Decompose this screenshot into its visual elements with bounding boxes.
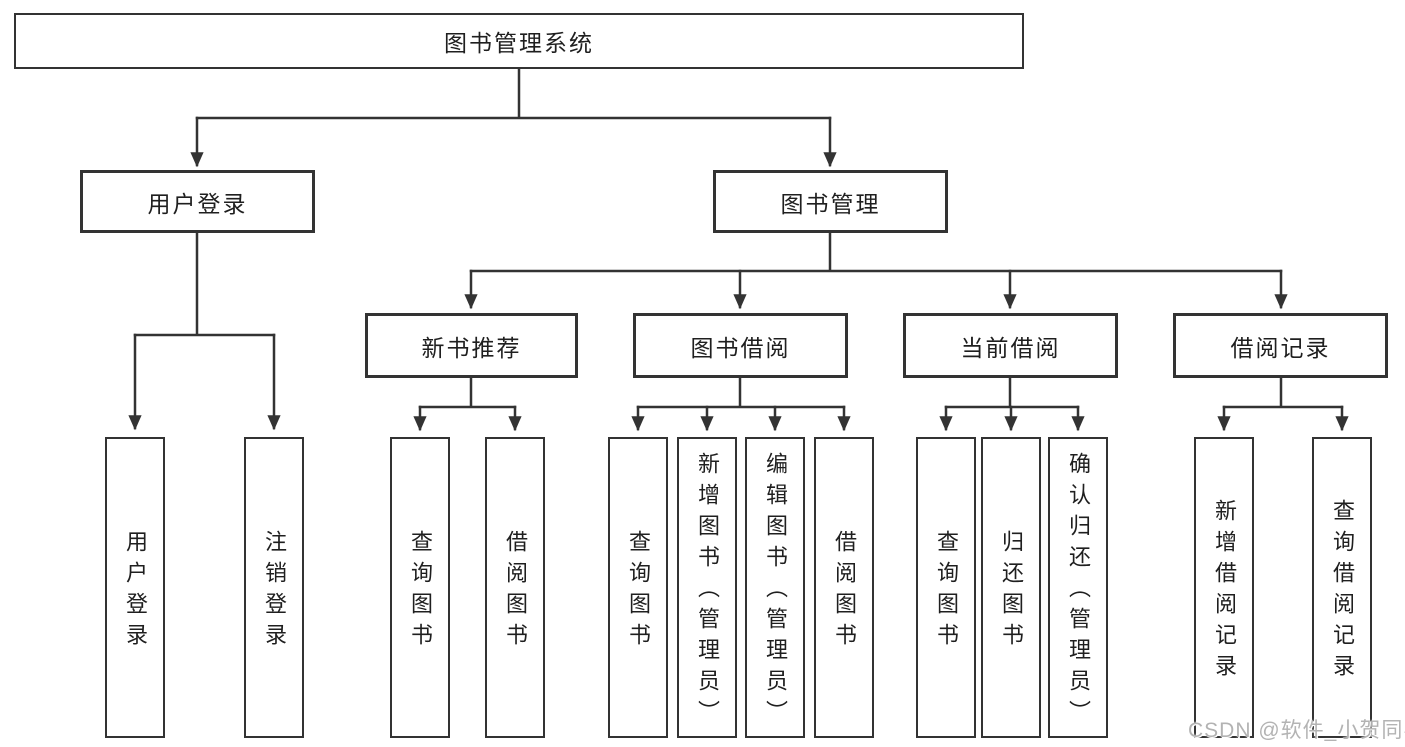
leaf-query-books-borrow: 查询图书 [608, 437, 668, 738]
node-new-book-recommendation: 新书推荐 [365, 313, 578, 378]
leaf-return-books-label: 归还图书 [999, 529, 1024, 654]
leaf-confirm-return-admin-label: 确认归还（管理员） [1066, 452, 1091, 731]
leaf-query-borrow-record-label: 查询借阅记录 [1330, 498, 1355, 685]
node-book-management: 图书管理 [713, 170, 948, 233]
node-book-borrowing: 图书借阅 [633, 313, 848, 378]
node-current-borrowing-label: 当前借阅 [960, 334, 1061, 361]
leaf-borrow-books-borrow: 借阅图书 [814, 437, 874, 738]
node-user-login: 用户登录 [80, 170, 315, 233]
leaf-add-borrow-record-label: 新增借阅记录 [1212, 498, 1237, 685]
leaf-borrow-books-recommend-label: 借阅图书 [503, 529, 528, 654]
leaf-confirm-return-admin: 确认归还（管理员） [1048, 437, 1108, 738]
leaf-query-books-borrow-label: 查询图书 [626, 529, 651, 654]
leaf-add-books-admin-label: 新增图书（管理员） [695, 452, 720, 731]
node-book-borrowing-label: 图书借阅 [690, 334, 791, 361]
node-book-management-label: 图书管理 [780, 190, 881, 217]
leaf-query-books-current-label: 查询图书 [934, 529, 959, 654]
node-borrowing-records: 借阅记录 [1173, 313, 1388, 378]
leaf-edit-books-admin-label: 编辑图书（管理员） [763, 452, 788, 731]
leaf-borrow-books-recommend: 借阅图书 [485, 437, 545, 738]
node-borrowing-records-label: 借阅记录 [1230, 334, 1331, 361]
node-current-borrowing: 当前借阅 [903, 313, 1118, 378]
leaf-logout-login: 注销登录 [244, 437, 304, 738]
leaf-logout-login-label: 注销登录 [262, 529, 287, 654]
leaf-add-borrow-record: 新增借阅记录 [1194, 437, 1254, 738]
node-root-label: 图书管理系统 [444, 30, 594, 56]
csdn-watermark: CSDN @软件_小贺同学 [1188, 719, 1405, 742]
node-root: 图书管理系统 [14, 13, 1024, 69]
leaf-query-books-recommend-label: 查询图书 [408, 529, 433, 654]
leaf-query-books-recommend: 查询图书 [390, 437, 450, 738]
leaf-return-books: 归还图书 [981, 437, 1041, 738]
leaf-edit-books-admin: 编辑图书（管理员） [745, 437, 805, 738]
node-new-book-recommendation-label: 新书推荐 [421, 334, 522, 361]
leaf-user-login-label: 用户登录 [123, 529, 148, 654]
leaf-add-books-admin: 新增图书（管理员） [677, 437, 737, 738]
leaf-user-login: 用户登录 [105, 437, 165, 738]
leaf-query-books-current: 查询图书 [916, 437, 976, 738]
leaf-query-borrow-record: 查询借阅记录 [1312, 437, 1372, 738]
node-user-login-label: 用户登录 [147, 190, 248, 217]
leaf-borrow-books-borrow-label: 借阅图书 [832, 529, 857, 654]
